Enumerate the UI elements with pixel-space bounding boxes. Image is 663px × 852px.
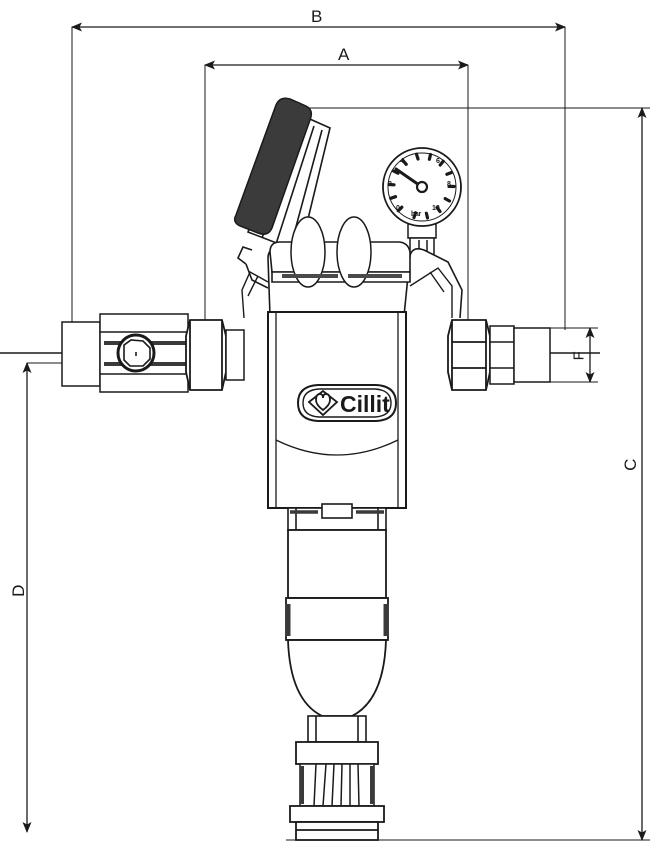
body-oval-right [336,216,372,288]
gauge-tick-label-0: 0 [396,205,400,212]
drain-valve-knurl-bands [300,766,374,804]
gauge-ticks [387,152,456,220]
cillit-logo: Cillit [292,382,400,424]
filter-bowl [285,529,389,717]
drain-valve-neck [307,715,367,743]
gauge-hub [415,180,429,194]
outlet-union-nut [447,319,491,391]
right-shoulder [409,267,453,318]
logo-brand-text: Cillit [340,391,390,417]
inlet-union-nut [185,319,227,391]
filter-bowl-edges [288,597,386,641]
gauge-unit-label: bar [411,211,421,218]
dimension-label-C: C [620,458,640,471]
gauge-tick-label-4: 4 [400,158,404,165]
inlet-sight-inner [123,339,151,367]
drain-valve-collar [295,741,379,765]
drain-valve-knurl [299,763,375,807]
dimension-label-D: D [8,584,28,597]
filter-bowl-bands [285,604,389,636]
left-shoulder [241,271,269,319]
gauge-tick-label-6: 6 [436,158,440,165]
valve-body-inner [275,312,399,508]
body-oval-left [290,216,326,288]
inlet-port-left [0,313,189,393]
drain-valve-outlet [289,805,385,841]
gauge-tick-label-2: 2 [388,181,392,188]
dimension-label-F: F [570,350,588,361]
gauge-tick-label-10: 10 [432,205,440,212]
gauge-tick-label-8: 8 [447,181,451,188]
bowl-neck [287,503,387,531]
dimension-label-B: B [311,7,323,26]
handle-knob [233,97,313,235]
inlet-neck [225,329,245,381]
logo-diamond-mark [307,389,339,417]
dimension-label-A: A [338,45,350,64]
outlet-port-right [489,325,600,385]
